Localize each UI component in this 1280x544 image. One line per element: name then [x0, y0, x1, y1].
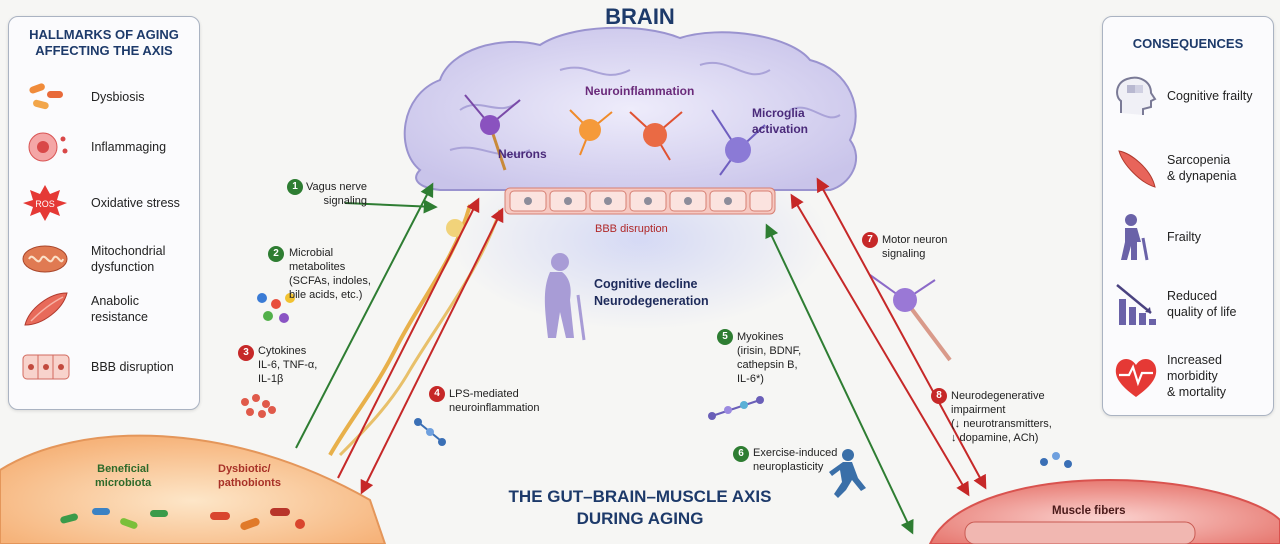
- muscle-fiber-icon: [24, 292, 68, 326]
- lps-molecule: [414, 418, 446, 446]
- mitochondrion-icon: [22, 245, 68, 273]
- consequence-item: Reduced quality of life: [1111, 279, 1271, 329]
- neuron-cell-purple: [464, 94, 521, 171]
- hallmark-item: Inflammaging: [19, 127, 195, 167]
- step-5-badge: 5: [717, 329, 733, 345]
- microglia-cell: [711, 109, 766, 176]
- axis-title: THE GUT–BRAIN–MUSCLE AXIS DURING AGING: [508, 487, 772, 528]
- arrow-lps-4: [360, 207, 504, 495]
- bacteria-icon: [29, 83, 63, 110]
- arrow-motor-7: [816, 177, 987, 490]
- head-puzzle-icon: [1116, 76, 1157, 115]
- arrow-cytokines-3: [337, 197, 480, 479]
- hallmark-item: ROS Oxidative stress: [19, 183, 195, 223]
- step-2-badge: 2: [268, 246, 284, 262]
- microglia-label: Microglia activation: [752, 106, 809, 136]
- glia-orange: [569, 109, 613, 156]
- consequences-panel: CONSEQUENCES Cognitive frailty Sarcopeni…: [1102, 16, 1274, 416]
- hallmark-label: BBB disruption: [91, 360, 174, 374]
- consequence-label: Cognitive frailty: [1167, 89, 1253, 103]
- consequence-label: Sarcopenia & dynapenia: [1167, 153, 1237, 183]
- hallmark-label: Oxidative stress: [91, 196, 180, 210]
- hallmark-label: Mitochondrial dysfunction: [91, 244, 166, 274]
- hallmark-label: Dysbiosis: [91, 90, 145, 104]
- pathway-4-label: LPS-mediated neuroinflammation: [449, 388, 540, 414]
- metabolite-molecules: [257, 293, 295, 323]
- bbb-cell-layer: [504, 187, 776, 215]
- pathway-1-label: Vagus nerve signaling: [306, 181, 367, 207]
- gut-bacteria: [60, 508, 305, 531]
- myokine-molecules: [708, 396, 764, 420]
- consequence-item: Frailty: [1111, 212, 1271, 262]
- neurons-label: Neurons: [498, 147, 547, 161]
- hallmark-item: BBB disruption: [19, 347, 195, 387]
- inflamed-cell-icon: [28, 132, 68, 162]
- muscle-fiber-bundle: [964, 521, 1196, 544]
- elderly-figure-cognitive: [544, 253, 586, 341]
- step-7-badge: 7: [862, 232, 878, 248]
- consequence-label: Reduced quality of life: [1167, 289, 1237, 319]
- hallmarks-panel: HALLMARKS OF AGING AFFECTING THE AXIS Dy…: [8, 16, 200, 410]
- cytokine-molecules: [241, 394, 276, 418]
- consequence-label: Frailty: [1167, 230, 1202, 244]
- pathway-8-label: Neurodegenerative impairment (↓ neurotra…: [951, 390, 1052, 444]
- brain-folds: [449, 62, 841, 156]
- hallmark-item: Anabolic resistance: [19, 289, 195, 329]
- consequence-item: Sarcopenia & dynapenia: [1111, 143, 1271, 193]
- bbb-barrier-icon: [22, 354, 70, 380]
- consequence-item: Increased morbidity & mortality: [1111, 351, 1271, 401]
- consequence-item: Cognitive frailty: [1111, 71, 1271, 121]
- bbb-label: BBB disruption: [595, 223, 668, 235]
- hallmark-label: Inflammaging: [91, 140, 167, 154]
- consequence-label: Increased morbidity & mortality: [1167, 353, 1227, 399]
- beneficial-microbiota-label: Beneficial microbiota: [95, 463, 152, 489]
- step-4-badge: 4: [429, 386, 445, 402]
- heart-pulse-icon: [1115, 359, 1157, 397]
- dysbiotic-label: Dysbiotic/ pathobionts: [218, 463, 281, 489]
- hallmarks-title: HALLMARKS OF AGING AFFECTING THE AXIS: [29, 27, 179, 58]
- hallmark-item: Dysbiosis: [19, 77, 195, 117]
- step-8-badge: 8: [931, 388, 947, 404]
- muscle-icon: [1118, 150, 1156, 188]
- ros-burst-icon: ROS: [23, 185, 67, 221]
- gut-region: [0, 434, 387, 544]
- elderly-person-icon: [1121, 214, 1149, 261]
- cognitive-decline-label: Cognitive decline Neurodegeneration: [594, 277, 709, 308]
- brain-title: BRAIN: [605, 4, 675, 29]
- consequences-title: CONSEQUENCES: [1132, 36, 1244, 51]
- ros-label: ROS: [35, 199, 55, 209]
- pathway-5-label: Myokines (irisin, BDNF, cathepsin B, IL-…: [737, 331, 802, 385]
- step-3-badge: 3: [238, 345, 254, 361]
- step-6-badge: 6: [733, 446, 749, 462]
- muscle-fibers-label: Muscle fibers: [1052, 505, 1126, 517]
- pathway-6-label: Exercise-induced neuroplasticity: [753, 447, 838, 473]
- pathway-7-label: Motor neuron signaling: [882, 234, 948, 260]
- neurotransmitter-molecule: [1040, 452, 1072, 468]
- hallmark-item: Mitochondrial dysfunction: [19, 239, 195, 279]
- pathway-2-label: Microbial metabolites (SCFAs, indoles, b…: [289, 247, 371, 301]
- step-1-badge: 1: [287, 179, 303, 195]
- runner-figure: [829, 449, 866, 498]
- neuroinflammation-label: Neuroinflammation: [585, 84, 695, 98]
- pathway-3-label: Cytokines IL-6, TNF-α, IL-1β: [258, 345, 318, 385]
- glia-red: [629, 111, 683, 161]
- hallmark-label: Anabolic resistance: [91, 294, 148, 324]
- declining-chart-icon: [1116, 284, 1156, 325]
